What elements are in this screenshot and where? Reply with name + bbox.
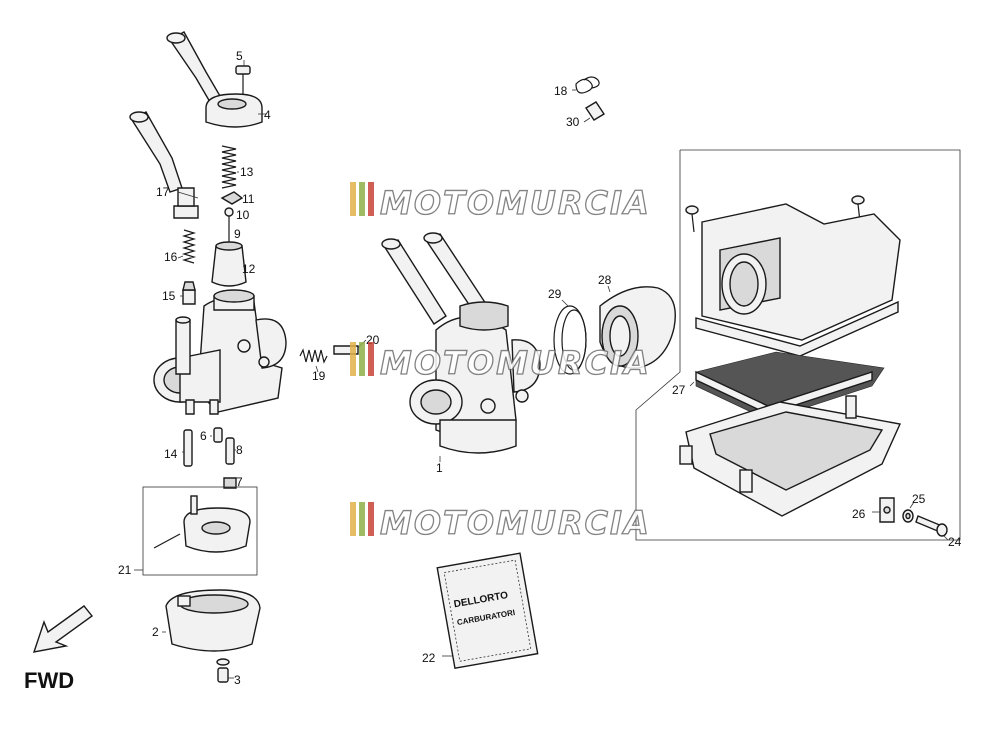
callout-14: 14 (164, 447, 178, 461)
callout-11: 11 (242, 192, 255, 206)
callout-29: 29 (548, 287, 562, 301)
callout-17: 17 (156, 185, 170, 199)
part-4-choke-cover (166, 31, 263, 128)
callout-3: 3 (234, 673, 241, 687)
fwd-label: FWD (24, 668, 74, 693)
part-14-jet (183, 429, 193, 467)
part-8-jet (225, 437, 235, 465)
center-carburetor-assembly (381, 232, 541, 454)
callout-1: 1 (436, 461, 443, 475)
callout-30: 30 (566, 115, 580, 129)
part-28-manifold (599, 286, 676, 369)
part-29-clamp (553, 305, 587, 375)
part-24-bolt (915, 515, 948, 537)
callout-numbers: 5 4 13 17 11 10 9 16 12 15 14 6 8 7 21 2… (118, 49, 962, 687)
callout-9: 9 (234, 227, 241, 241)
part-19-spring (299, 348, 328, 364)
callout-15: 15 (162, 289, 176, 303)
airbox-base (679, 395, 902, 517)
callout-27: 27 (672, 383, 686, 397)
callout-22: 22 (422, 651, 436, 665)
part-11-clip (220, 191, 244, 217)
watermark-text: MOTOMURCIA (380, 344, 651, 382)
callout-8: 8 (236, 443, 243, 457)
part-13-spring (221, 145, 237, 189)
part-30-cap (585, 101, 605, 121)
callout-6: 6 (200, 429, 207, 443)
part-17-starter-tube (129, 111, 199, 219)
left-carb-body (153, 289, 287, 415)
callout-4: 4 (264, 108, 271, 122)
part-21-float-group (142, 486, 258, 576)
part-6-jet (213, 427, 223, 443)
part-16-spring (181, 229, 197, 264)
callout-13: 13 (240, 165, 254, 179)
part-26-clip (879, 497, 895, 523)
callout-10: 10 (236, 208, 250, 222)
callout-5: 5 (236, 49, 243, 63)
watermark: MOTOMURCIA (350, 182, 651, 223)
watermark: MOTOMURCIA (350, 342, 651, 383)
part-12-slide (211, 241, 247, 287)
callout-16: 16 (164, 250, 178, 264)
air-filter-assembly (635, 149, 961, 541)
callout-25: 25 (912, 492, 926, 506)
callout-21: 21 (118, 563, 132, 577)
part-2-float-bowl (165, 589, 261, 652)
watermark-text: MOTOMURCIA (380, 504, 651, 542)
lid-screw (685, 205, 699, 233)
part-3-screw (216, 658, 230, 683)
part-18-clip (575, 76, 600, 94)
left-carburetor-assembly (129, 31, 287, 683)
callout-2: 2 (152, 625, 159, 639)
part-25-washer (902, 509, 914, 523)
watermark: MOTOMURCIA (350, 502, 651, 543)
part-15-plunger (182, 281, 196, 305)
callout-28: 28 (598, 273, 612, 287)
part-5-screw (235, 65, 251, 94)
fwd-direction-arrow: FWD (24, 605, 94, 693)
watermark-text: MOTOMURCIA (380, 184, 651, 222)
airbox-lid (695, 203, 901, 357)
watermark-stripes (350, 342, 374, 376)
watermark-stripes (350, 182, 374, 216)
lid-screw (851, 195, 865, 223)
part-22-parts-bag: DELLORTO CARBURATORI (436, 552, 539, 670)
watermark-stripes (350, 502, 374, 536)
callout-7: 7 (236, 475, 243, 489)
callout-18: 18 (554, 84, 568, 98)
callout-26: 26 (852, 507, 866, 521)
callout-24: 24 (948, 535, 962, 549)
callout-12: 12 (242, 262, 256, 276)
part-7-jet (223, 477, 237, 489)
callout-19: 19 (312, 369, 326, 383)
